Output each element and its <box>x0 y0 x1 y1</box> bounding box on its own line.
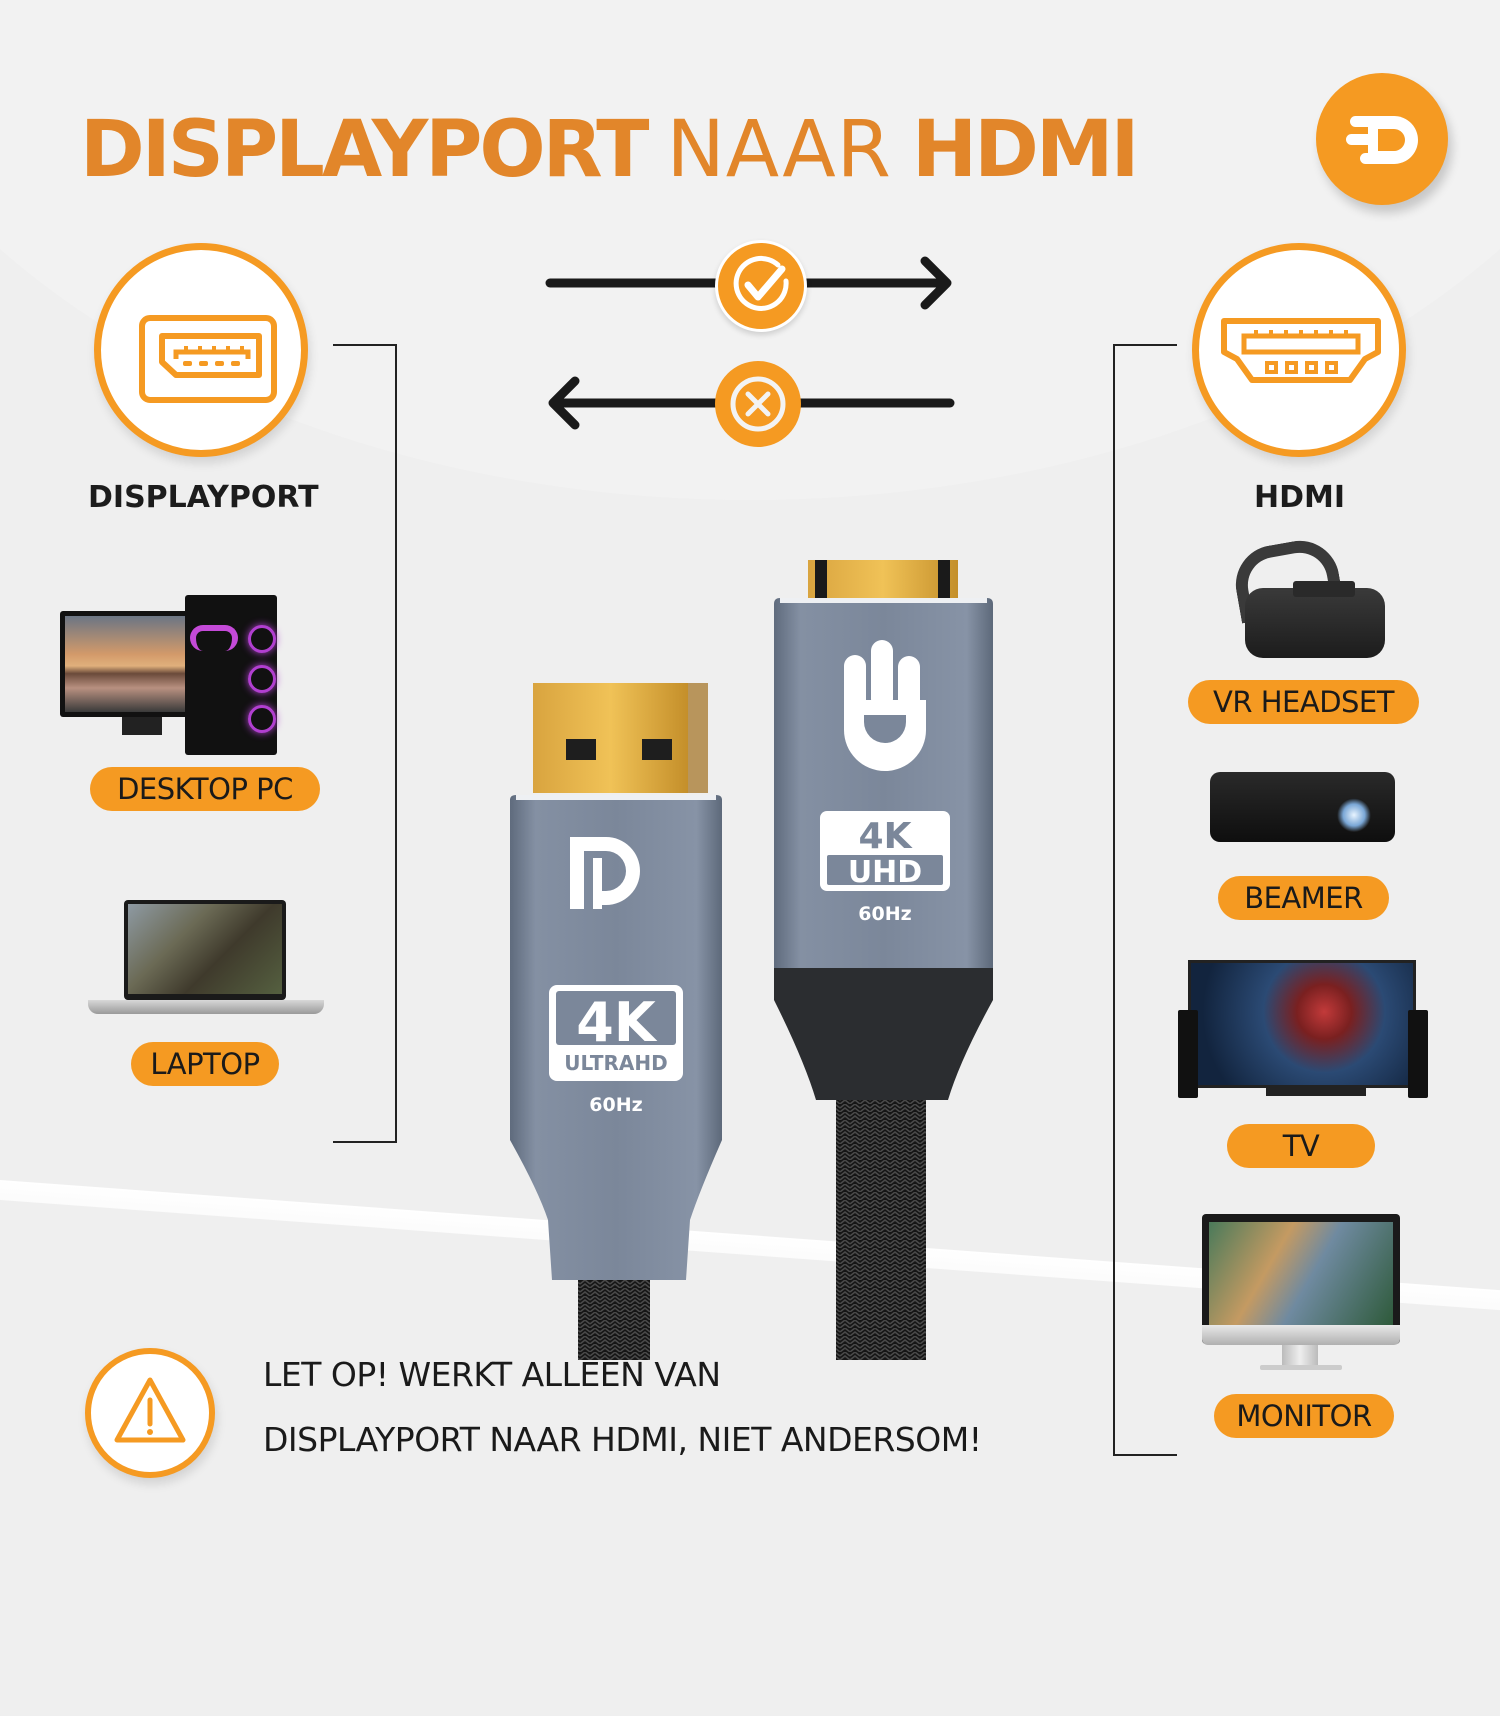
title-hdmi: HDMI <box>911 105 1140 195</box>
svg-text:4K: 4K <box>859 816 913 857</box>
hdmi-port-icon <box>1221 318 1381 383</box>
desktop-pc-image <box>60 595 300 755</box>
x-circle-icon <box>730 376 786 432</box>
x-badge <box>715 361 801 447</box>
svg-text:ULTRAHD: ULTRAHD <box>564 1051 668 1075</box>
pill-monitor: MONITOR <box>1214 1394 1394 1438</box>
vr-headset-image <box>1215 534 1385 658</box>
warning-circle <box>85 1348 215 1478</box>
warning-triangle-icon <box>114 1377 186 1443</box>
hdmi-label: HDMI <box>1254 480 1346 515</box>
title-naar: NAAR <box>666 105 892 195</box>
svg-text:60Hz: 60Hz <box>858 903 911 925</box>
svg-text:UHD: UHD <box>848 855 922 890</box>
right-bracket <box>1113 344 1177 1456</box>
laptop-image <box>88 898 328 1033</box>
monitor-image <box>1200 1212 1404 1377</box>
brand-logo <box>1316 73 1448 205</box>
page-title: DISPLAYPORT NAAR HDMI <box>80 100 1140 200</box>
hand-logo-icon <box>844 640 926 771</box>
displayport-port-icon <box>139 315 277 403</box>
pill-desktop-pc: DESKTOP PC <box>90 767 320 811</box>
left-bracket <box>333 344 397 1143</box>
warning-line-2: DISPLAYPORT NAAR HDMI, NIET ANDERSOM! <box>263 1420 982 1459</box>
title-displayport: DISPLAYPORT <box>80 105 649 195</box>
hdmi-icon-circle <box>1192 243 1406 457</box>
tv-image <box>1178 958 1428 1103</box>
svg-text:4K: 4K <box>576 991 658 1054</box>
projector-image <box>1205 762 1405 857</box>
pill-laptop: LAPTOP <box>131 1042 279 1086</box>
check-circle-icon <box>733 256 789 311</box>
pill-beamer: BEAMER <box>1218 876 1389 920</box>
check-badge <box>715 240 807 332</box>
warning-line-1: LET OP! WERKT ALLEEN VAN <box>263 1355 721 1394</box>
svg-text:60Hz: 60Hz <box>589 1094 642 1116</box>
pill-vr-headset: VR HEADSET <box>1188 680 1419 724</box>
pill-tv: TV <box>1227 1124 1375 1168</box>
dp-logo-icon <box>570 837 640 909</box>
displayport-label: DISPLAYPORT <box>88 480 319 515</box>
cable-image: 4K ULTRAHD 60Hz 4K UHD 60Hz <box>510 560 993 1360</box>
speed-d-logo-icon <box>1346 116 1418 164</box>
displayport-icon-circle <box>94 243 308 457</box>
